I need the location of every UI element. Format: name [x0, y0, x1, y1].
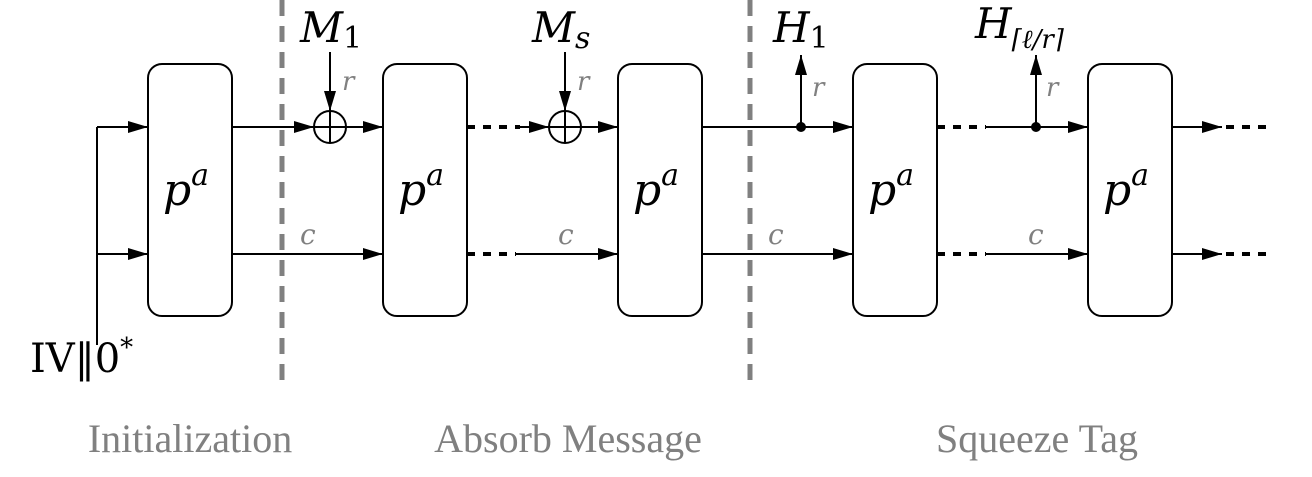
permutation-box-4 — [852, 63, 938, 317]
xor-node-s — [548, 110, 582, 144]
rate-label-1: r — [342, 67, 356, 97]
message-label-1: M1 — [299, 3, 362, 56]
permutation-box-1 — [147, 63, 233, 317]
rate-label-2: r — [577, 67, 591, 97]
permutation-label-5: pa — [1103, 158, 1149, 216]
phase-label-initialization: Initialization — [88, 416, 292, 461]
permutation-label-4: pa — [868, 158, 914, 216]
permutation-box-3 — [617, 63, 703, 317]
capacity-labels: c c c c — [300, 218, 1044, 251]
permutation-label-1: pa — [163, 158, 209, 216]
output-label-hl: H⌈ℓ/r⌉ — [974, 0, 1065, 55]
message-label-s: Ms — [531, 3, 590, 56]
capacity-label-1: c — [300, 218, 316, 251]
permutation-label-2: pa — [398, 158, 444, 216]
output-label-h1: H1 — [772, 3, 829, 56]
rate-label-3: r — [812, 73, 826, 103]
permutation-box-2 — [382, 63, 468, 317]
rate-labels: r r r r — [342, 67, 1060, 103]
iv-label: IV‖0* — [30, 333, 133, 382]
capacity-label-2: c — [558, 218, 574, 251]
permutation-labels: pa pa pa pa pa — [163, 158, 1149, 216]
xor-node-1 — [313, 110, 347, 144]
capacity-label-3: c — [768, 218, 784, 251]
permutation-boxes — [147, 63, 1173, 317]
rate-label-4: r — [1046, 73, 1060, 103]
permutation-box-5 — [1087, 63, 1173, 317]
capacity-label-4: c — [1028, 218, 1044, 251]
phase-label-squeeze: Squeeze Tag — [936, 416, 1138, 461]
iv-input-wires — [96, 121, 148, 345]
phase-label-absorb: Absorb Message — [434, 416, 702, 461]
permutation-label-3: pa — [633, 158, 679, 216]
